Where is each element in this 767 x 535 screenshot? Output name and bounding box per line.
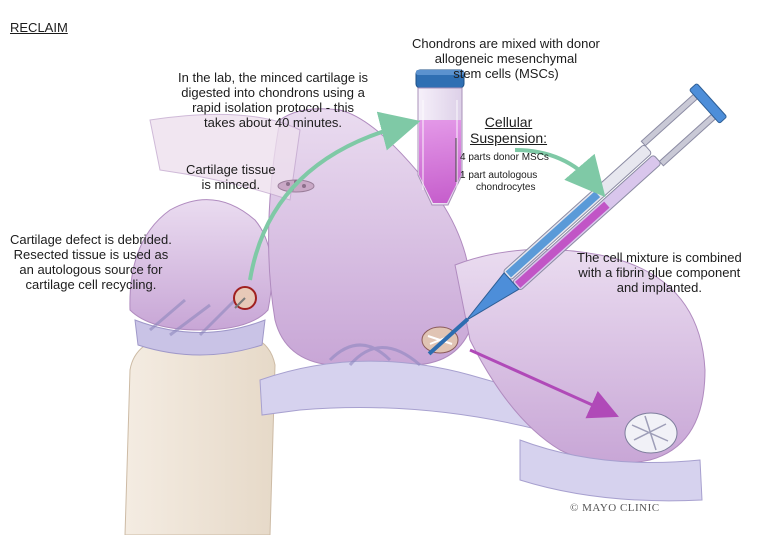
conical-tube: [415, 69, 465, 206]
figure-title: RECLAIM: [10, 20, 68, 35]
label-defect-debrided: Cartilage defect is debrided. Resected t…: [10, 232, 172, 292]
implant-knee: [454, 248, 706, 502]
label-cell-mixture: The cell mixture is combined with a fibr…: [577, 250, 742, 295]
double-syringe: [427, 83, 727, 356]
copyright-notice: © MAYO CLINIC: [570, 502, 660, 514]
cellular-suspension-item: 4 parts donor MSCs: [460, 152, 549, 163]
arrow-to-implant: [469, 348, 619, 419]
arrow-to-lab: [248, 111, 421, 281]
label-cartilage-minced: Cartilage tissue is minced.: [186, 162, 276, 192]
arrow-to-syringe: [514, 148, 606, 198]
cellular-suspension-item: 1 part autologous: [460, 170, 538, 181]
cellular-suspension-item: chondrocytes: [476, 182, 536, 193]
cellular-suspension-title: Cellular Suspension:: [470, 114, 548, 146]
large-knee: [149, 108, 541, 431]
small-knee: [124, 199, 276, 535]
label-chondrons-mixed: Chondrons are mixed with donor allogenei…: [412, 36, 600, 81]
label-lab-digest: In the lab, the minced cartilage is dige…: [178, 70, 369, 130]
